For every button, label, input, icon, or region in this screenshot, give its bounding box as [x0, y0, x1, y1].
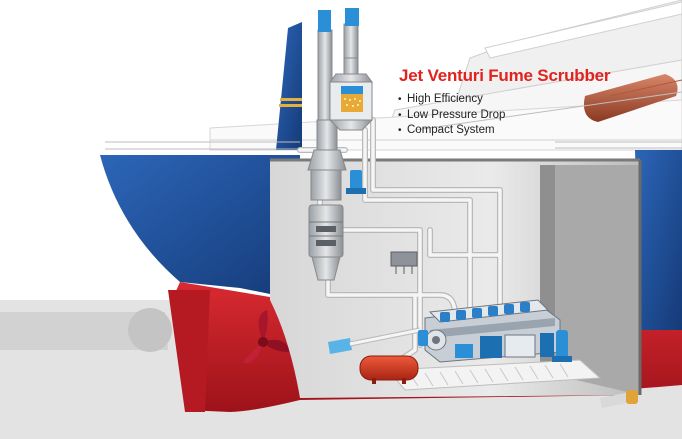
- diagram-title: Jet Venturi Fume Scrubber: [399, 66, 611, 85]
- discharge-nozzle: [328, 327, 428, 354]
- circulation-pump: [346, 170, 366, 194]
- control-box: [390, 251, 418, 274]
- stack-top-right: [345, 8, 359, 26]
- propeller-icon: [243, 310, 289, 364]
- ghost-shaft: [0, 312, 168, 350]
- engine-icon: [424, 299, 561, 363]
- hull-upper: [100, 155, 300, 300]
- engine-bed: [386, 359, 602, 391]
- hull-upper-right: [635, 150, 682, 330]
- feature-list: High Efficiency Low Pressure Drop Compac…: [398, 92, 505, 139]
- scrubber-icon: [328, 57, 374, 131]
- stack-top-left: [318, 10, 331, 32]
- funnel-stripe: [280, 98, 302, 101]
- lifeboat: [583, 74, 682, 122]
- ghost-shaft-end: [128, 308, 172, 352]
- aux-pump: [552, 330, 572, 362]
- feature-item: High Efficiency: [398, 92, 505, 108]
- exhaust-column: [307, 23, 359, 281]
- skeg: [168, 290, 210, 412]
- funnel: [276, 22, 302, 150]
- feature-item: Compact System: [398, 123, 505, 139]
- drain-outlet: [600, 390, 638, 408]
- engine-room-back-wall: [555, 165, 640, 395]
- storage-tank: [359, 355, 419, 384]
- feature-item: Low Pressure Drop: [398, 108, 505, 124]
- funnel-stripe-2: [279, 104, 302, 107]
